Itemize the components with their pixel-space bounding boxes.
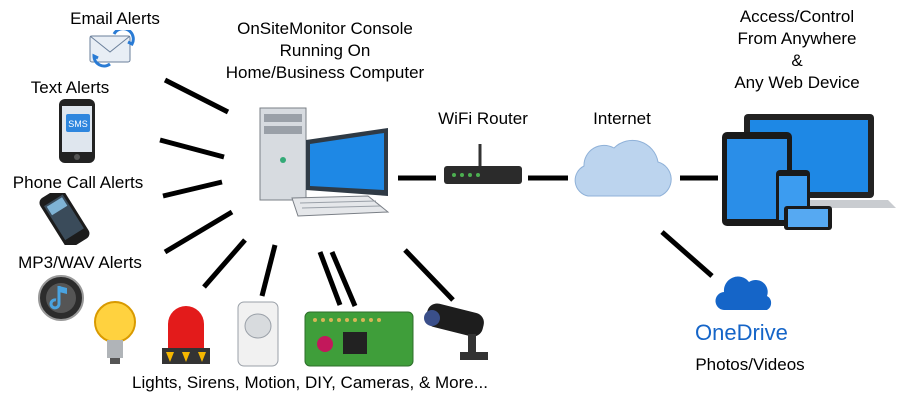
onedrive-brand: OneDrive: [695, 320, 788, 345]
wifi-router-icon: [440, 140, 526, 190]
remote-label-line-4: Any Web Device: [734, 73, 860, 92]
mobile-phone-icon: [33, 193, 97, 245]
desktop-computer-icon: [248, 100, 398, 225]
wire-phone: [162, 179, 223, 199]
security-camera-icon: [420, 300, 500, 364]
remote-label-line-2: From Anywhere: [737, 29, 857, 48]
mp3-wav-alerts-label: MP3/WAV Alerts: [18, 253, 142, 272]
email-alerts-label: Email Alerts: [70, 9, 160, 28]
cloud-icon: [570, 130, 676, 204]
wire-diy: [329, 251, 358, 307]
console-label: OnSiteMonitor Console Running On Home/Bu…: [200, 18, 450, 84]
wire-email: [163, 77, 230, 115]
wire-onedrive: [660, 230, 714, 278]
remote-label-line-1: Access/Control: [739, 7, 855, 26]
wire-motion: [317, 251, 343, 306]
motion-sensor-icon: [236, 300, 280, 368]
wire-mp3: [163, 209, 234, 255]
phone-call-alerts-label: Phone Call Alerts: [12, 173, 144, 192]
web-devices-icon: [718, 110, 898, 235]
speaker-audio-icon: [37, 274, 85, 322]
sms-badge: SMS: [68, 119, 88, 129]
console-label-line-1: OnSiteMonitor Console: [237, 19, 413, 38]
photos-videos-label: Photos/Videos: [695, 355, 805, 374]
wire-text: [159, 137, 225, 160]
smartphone-sms-icon: SMS: [58, 98, 96, 164]
siren-icon: [158, 300, 214, 368]
text-alerts-label: Text Alerts: [30, 78, 110, 97]
internet-label: Internet: [593, 109, 651, 128]
devices-label: Lights, Sirens, Motion, DIY, Cameras, & …: [132, 373, 488, 392]
remote-label-line-3: &: [791, 51, 803, 70]
onedrive-cloud-icon: [715, 270, 775, 316]
raspberry-pi-board-icon: [303, 310, 415, 368]
console-label-line-3: Home/Business Computer: [225, 63, 425, 82]
wire-lights: [202, 238, 247, 289]
remote-access-label: Access/Control From Anywhere & Any Web D…: [712, 6, 882, 94]
wifi-router-label: WiFi Router: [438, 109, 528, 128]
light-bulb-icon: [92, 298, 138, 370]
email-alert-icon: [88, 30, 136, 68]
console-label-line-2: Running On: [279, 41, 371, 60]
wire-camera: [403, 248, 455, 302]
wire-sirens: [259, 244, 278, 297]
